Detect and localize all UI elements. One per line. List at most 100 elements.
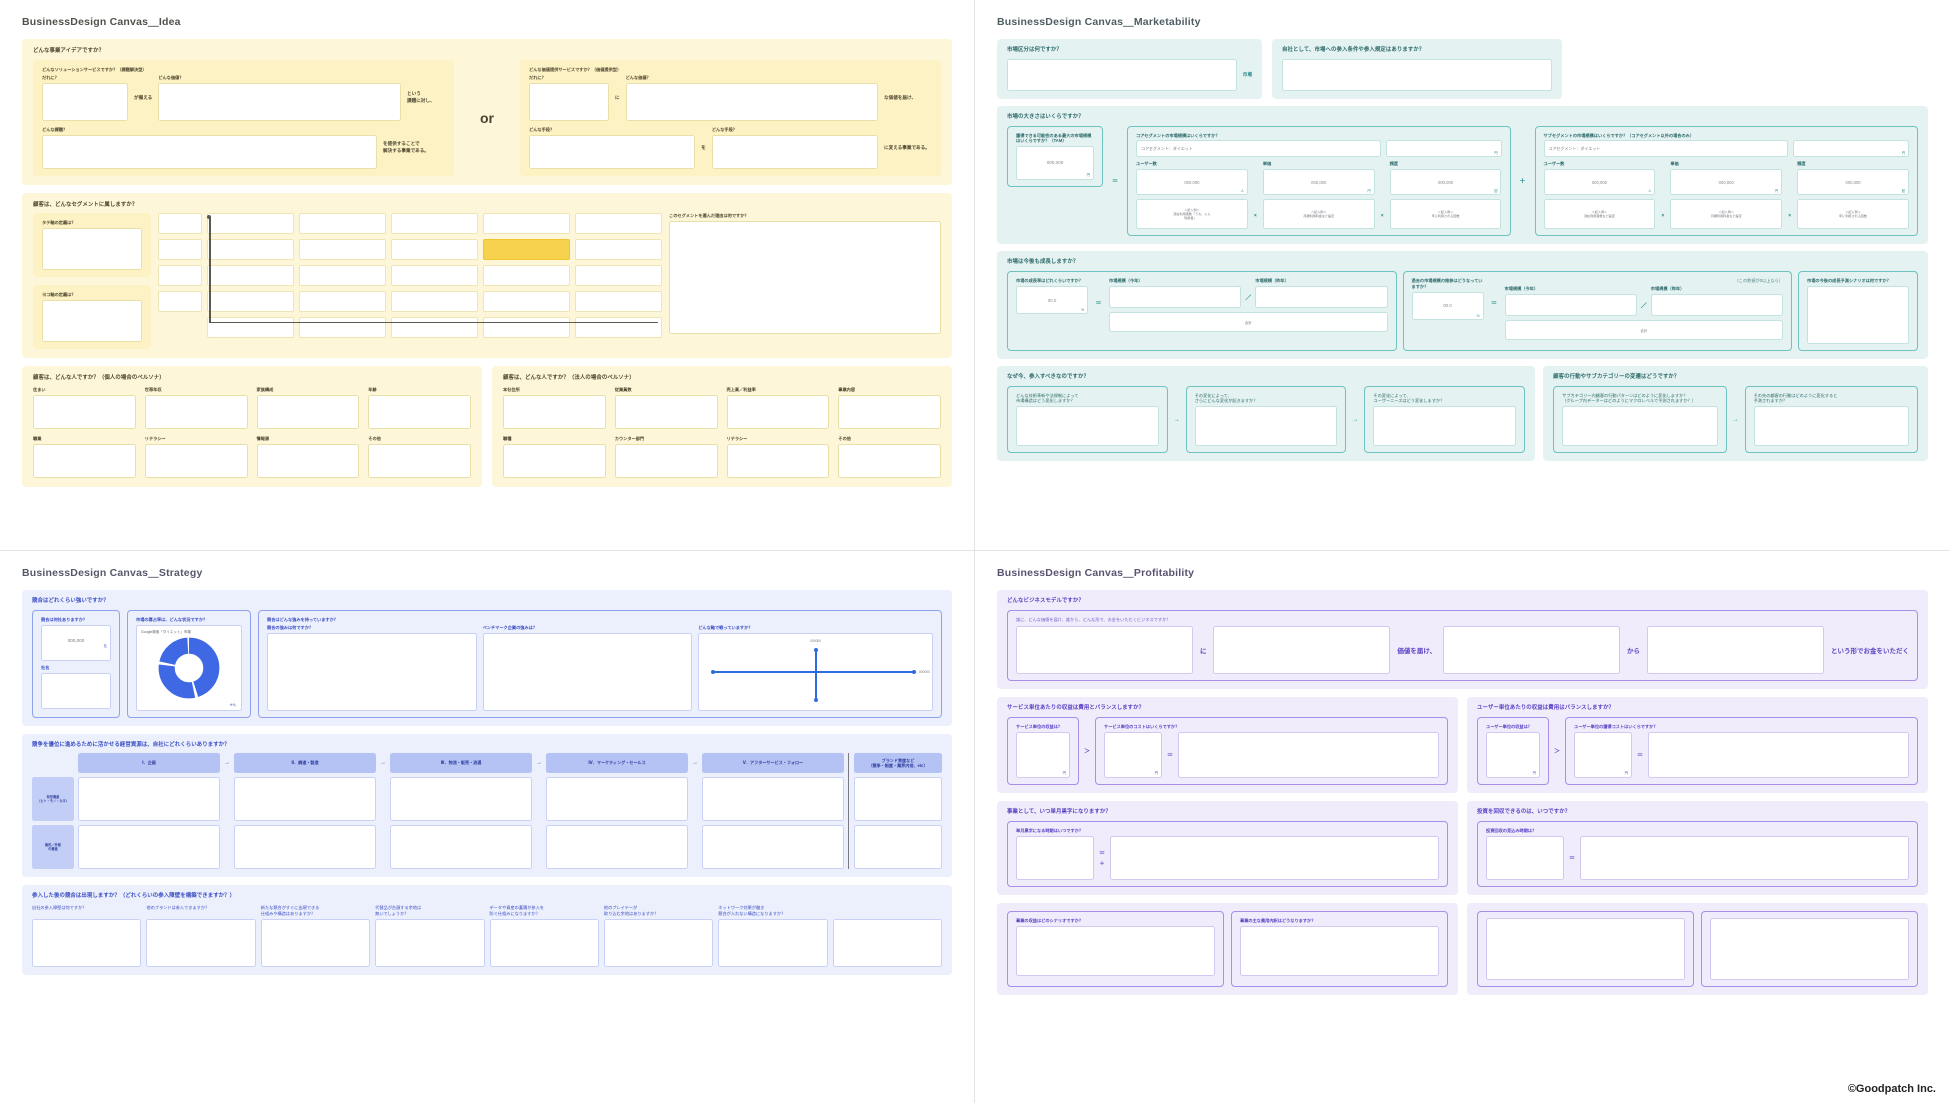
input-means-a[interactable] (529, 134, 696, 169)
input-persona-field[interactable] (144, 394, 248, 429)
matrix-cell-selected[interactable] (483, 239, 570, 261)
input-problem[interactable] (42, 134, 377, 169)
input-market-size-prev[interactable] (1650, 294, 1783, 317)
input-market-category[interactable] (1007, 58, 1237, 91)
input-axis-y[interactable] (42, 300, 142, 343)
input-market-size-now[interactable] (1109, 286, 1242, 309)
input-segment-reason[interactable] (669, 221, 941, 335)
input-business-model-slot[interactable] (1443, 626, 1621, 675)
input-competitor-count[interactable]: 000,000 社 (41, 624, 111, 661)
input-chain-intangible[interactable] (702, 825, 844, 870)
input-barrier[interactable] (32, 918, 142, 967)
input-chain-tangible[interactable] (546, 777, 688, 822)
input-cost-breakdown[interactable] (1240, 925, 1439, 976)
matrix-cell[interactable] (207, 213, 294, 235)
matrix-cell[interactable] (391, 317, 478, 339)
input-service-cost-breakdown[interactable] (1178, 731, 1439, 778)
input-persona-field[interactable] (838, 443, 941, 478)
input-market-size-now[interactable] (1504, 294, 1637, 317)
matrix-cell[interactable] (391, 213, 478, 235)
input-persona-field[interactable] (838, 394, 941, 429)
input-means-b[interactable] (711, 134, 879, 169)
input-growth-sum[interactable]: 合計 (1109, 312, 1388, 333)
input-segment-total[interactable]: 円 (1793, 140, 1909, 158)
matrix-cell[interactable] (575, 265, 662, 287)
input-who[interactable] (529, 82, 609, 121)
input-revenue-scenario[interactable] (1016, 925, 1215, 976)
input-step[interactable] (1562, 406, 1718, 447)
matrix-cell[interactable] (391, 239, 478, 261)
input-segment-total[interactable]: 円 (1385, 140, 1502, 158)
input-persona-field[interactable] (256, 443, 360, 478)
matrix-row-label[interactable] (158, 213, 202, 235)
input-business-model-slot[interactable] (1016, 626, 1193, 675)
input-value[interactable] (625, 82, 878, 121)
input-chain-tangible[interactable] (78, 777, 220, 822)
input-payback-date[interactable] (1486, 835, 1564, 880)
input-value[interactable] (158, 82, 401, 121)
input-persona-field[interactable] (368, 443, 471, 478)
input-persona-field[interactable] (614, 443, 718, 478)
matrix-row-label[interactable] (158, 239, 202, 261)
input-payback-detail[interactable] (1580, 835, 1909, 880)
input-scenario-extra-b[interactable] (1710, 917, 1909, 980)
input-barrier[interactable] (603, 918, 714, 967)
input-competitor-strength[interactable] (267, 632, 477, 711)
matrix-cell[interactable] (207, 291, 294, 313)
input-barrier[interactable] (375, 918, 485, 967)
matrix-cell[interactable] (299, 317, 386, 339)
input-chain-intangible[interactable] (78, 825, 220, 870)
input-persona-field[interactable] (144, 443, 248, 478)
matrix-cell[interactable] (575, 317, 662, 339)
matrix-cell[interactable] (299, 291, 386, 313)
input-persona-field[interactable] (503, 394, 606, 429)
input-who[interactable] (42, 82, 128, 121)
input-scenario-extra-a[interactable] (1486, 917, 1685, 980)
input-business-model-slot[interactable] (1213, 626, 1391, 675)
matrix-cell[interactable] (299, 213, 386, 235)
matrix-cell[interactable] (575, 291, 662, 313)
input-barrier[interactable] (146, 918, 256, 967)
input-persona-field[interactable] (726, 443, 830, 478)
matrix-cell[interactable] (483, 213, 570, 235)
input-breakeven-detail[interactable] (1110, 835, 1439, 880)
input-persona-field[interactable] (368, 394, 471, 429)
input-segment-name[interactable]: コアセグメント：ダイエット (1136, 140, 1381, 158)
input-persona-field[interactable] (503, 443, 606, 478)
input-step[interactable] (1194, 406, 1338, 447)
input-competitor-names[interactable] (41, 672, 111, 709)
input-step[interactable] (1016, 406, 1159, 447)
input-growth-rate[interactable]: 00.0% (1411, 291, 1484, 320)
input-user-cost-breakdown[interactable] (1648, 731, 1909, 778)
input-user-cost[interactable]: 円 (1574, 731, 1633, 778)
matrix-row-label[interactable] (158, 291, 202, 313)
input-entry-conditions[interactable] (1282, 58, 1552, 91)
input-market-size-prev[interactable] (1255, 286, 1388, 309)
matrix-cell[interactable] (483, 291, 570, 313)
input-persona-field[interactable] (33, 394, 136, 429)
input-business-model-slot[interactable] (1647, 626, 1824, 675)
matrix-cell[interactable] (207, 317, 294, 339)
input-barrier[interactable] (489, 918, 599, 967)
input-chain-intangible[interactable] (546, 825, 688, 870)
input-service-cost[interactable]: 円 (1104, 731, 1163, 778)
matrix-cell[interactable] (207, 239, 294, 261)
input-barrier[interactable] (832, 918, 942, 967)
input-growth-rate[interactable]: 00.0% (1016, 286, 1088, 315)
input-step[interactable] (1753, 406, 1909, 447)
input-chain-tangible[interactable] (390, 777, 532, 822)
matrix-cell[interactable] (391, 291, 478, 313)
input-persona-field[interactable] (614, 394, 718, 429)
input-growth-sum[interactable]: 合計 (1504, 320, 1783, 341)
input-segment-name[interactable]: コアセグメント：ダイエット (1543, 140, 1789, 158)
input-growth-scenario[interactable] (1807, 286, 1909, 345)
input-persona-field[interactable] (256, 394, 360, 429)
matrix-cell[interactable] (207, 265, 294, 287)
input-persona-field[interactable] (33, 443, 136, 478)
